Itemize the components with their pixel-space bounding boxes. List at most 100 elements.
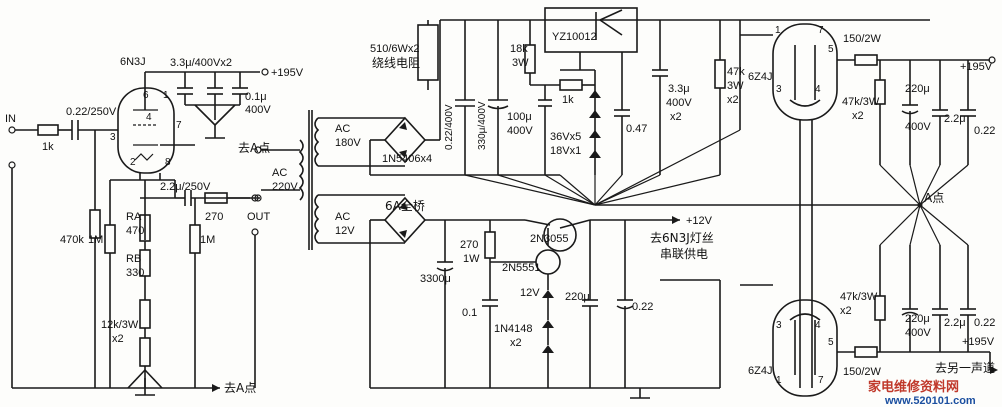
label-r150-top: 150/2W: [843, 33, 882, 45]
zener-diode-3: [589, 130, 601, 138]
rectifier-tubes: [739, 20, 998, 397]
resistor-510-6w: [417, 24, 439, 81]
label-r510: 510/6Wx2: [370, 43, 420, 55]
label-to-a-top: 去A点: [238, 141, 270, 155]
label-r470k: 470k: [60, 234, 84, 246]
cathode-network: [127, 180, 220, 396]
label-vt-pin4: 4: [815, 84, 821, 95]
zener-diode-4: [589, 150, 601, 158]
input-resistor-1k: [37, 124, 59, 136]
label-c-in: 0.22/250V: [66, 106, 117, 118]
in-terminal: [8, 126, 16, 134]
label-vt-pin3: 3: [776, 84, 782, 95]
resistor-150-2w-top: [854, 54, 878, 66]
label-zener: 36Vx5: [550, 131, 581, 143]
input-section: [8, 120, 200, 389]
label-r270: 270: [205, 211, 223, 223]
label-rb: RB: [126, 253, 141, 265]
label-r47k3w-top: 47k/3W: [842, 96, 880, 108]
tube-6z4j-bottom: [772, 299, 838, 397]
top-decoupling-caps: [177, 68, 269, 139]
label-other-ch: 去另一声道: [935, 361, 995, 375]
bridge-rectifier-6a: [383, 196, 427, 244]
label-c22-top: 2.2μ: [944, 113, 966, 125]
label-heater2: 串联供电: [660, 247, 708, 261]
label-c220-top: 220μ: [905, 83, 930, 95]
label-in: IN: [5, 113, 16, 125]
transistor-2n3055: [543, 218, 577, 252]
power-supply: [254, 7, 930, 399]
resistor-47k-3w: [714, 59, 726, 89]
label-r47k-x: x2: [727, 94, 739, 106]
zener-diode-1: [589, 90, 601, 98]
label-c-out: 2.2μ/250V: [160, 181, 211, 193]
label-6z4j-bot: 6Z4J: [748, 365, 772, 377]
label-r1k-b: 1k: [562, 94, 574, 106]
label-r270b: 270: [460, 239, 478, 251]
output-section: [104, 180, 260, 388]
label-c33b: 3.3μ: [668, 83, 690, 95]
label-pin8: 8: [165, 157, 171, 168]
bridge-rectifier-1n5406: [383, 116, 427, 164]
label-pin2: 2: [130, 157, 136, 168]
label-c022: 0.22/400V: [444, 104, 455, 150]
label-ac12: AC: [335, 211, 350, 223]
label-2n3055: 2N3055: [530, 233, 569, 245]
label-bridge2: 6A全桥: [385, 198, 425, 213]
label-pin6: 6: [143, 90, 149, 101]
label-c220-bot: 220μ: [905, 313, 930, 325]
label-r270b-w: 1W: [463, 253, 480, 265]
label-c01v: 400V: [245, 104, 271, 116]
zener-diode-2: [589, 110, 601, 118]
label-ac220: AC: [272, 167, 287, 179]
label-r47k3w-bot-x: x2: [840, 305, 852, 317]
label-1n4148: 1N4148: [494, 323, 533, 335]
label-pin3: 3: [110, 132, 116, 143]
label-c220-top-v: 400V: [905, 121, 931, 133]
out-terminal: [251, 194, 259, 202]
label-c220b: 220μ: [565, 291, 590, 303]
label-to-a-bot: 去A点: [224, 381, 256, 395]
label-1n4148-x: x2: [510, 337, 522, 349]
label-plus12: +12V: [686, 215, 713, 227]
label-c022-bot: 0.22: [974, 317, 995, 329]
diode-1n4148-a: [542, 320, 554, 328]
label-pin7: 7: [176, 120, 182, 131]
label-pin1: 1: [163, 90, 169, 101]
label-c100: 100μ: [507, 111, 532, 123]
transformer-primary: [298, 139, 304, 201]
label-c01: 0.1μ: [245, 91, 267, 103]
resistor-12k-bottom: [139, 337, 151, 367]
resistor-270-1w: [484, 231, 496, 259]
label-c022-top: 0.22: [974, 125, 995, 137]
label-vb-pin7: 7: [818, 375, 824, 386]
label-r18k-w: 3W: [512, 57, 529, 69]
label-c220-bot-v: 400V: [905, 327, 931, 339]
label-c3300: 3300μ: [420, 273, 451, 285]
label-ac220v: 220V: [272, 181, 298, 193]
label-c33bx: x2: [670, 111, 682, 123]
label-plus195-c: +195V: [962, 336, 995, 348]
label-r12k: 12k/3W: [101, 319, 139, 331]
label-ic: YZ10012: [552, 31, 597, 43]
label-r47k3w-top-x: x2: [852, 110, 864, 122]
in-ground-terminal: [8, 161, 16, 169]
label-r47k3w-bot: 47k/3W: [840, 291, 878, 303]
label-bridge1: 1N5406x4: [382, 153, 432, 165]
label-r47k-w: 3W: [727, 80, 744, 92]
label-zener2: 18Vx1: [550, 145, 581, 157]
label-vb-pin3: 3: [776, 320, 782, 331]
label-vt-pin7: 7: [818, 25, 824, 36]
label-ac12v: 12V: [335, 225, 355, 237]
label-pin4: 4: [146, 112, 152, 123]
label-vb-pin4: 4: [815, 320, 821, 331]
label-r1m-b: 1M: [200, 234, 215, 246]
label-vt-pin5: 5: [828, 44, 834, 55]
label-vb-pin5: 5: [828, 337, 834, 348]
label-c100v: 400V: [507, 125, 533, 137]
label-z12v: 12V: [520, 287, 540, 299]
label-r1m-a: 1M: [88, 234, 103, 246]
watermark-text: 家电维修资料网: [868, 379, 959, 395]
label-c33bv: 400V: [666, 97, 692, 109]
resistor-150-2w-bottom: [854, 346, 878, 358]
